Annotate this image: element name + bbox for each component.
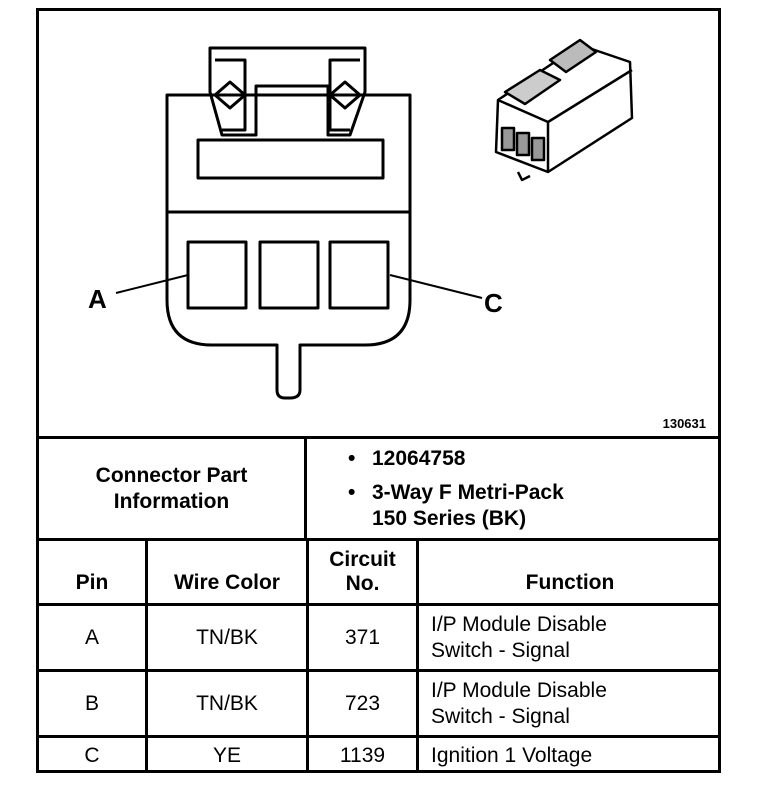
row-b-bottom-border — [36, 735, 721, 738]
latch-left-detail — [213, 80, 247, 110]
row-a-bottom-border — [36, 669, 721, 672]
row-b-circuit: 723 — [344, 691, 381, 715]
leader-c — [389, 274, 483, 299]
header-pin: Pin — [75, 571, 109, 594]
figure-id: 130631 — [662, 416, 706, 431]
col-divider-1 — [145, 538, 148, 773]
connector-type-item: • 3-Way F Metri-Pack 150 Series (BK) — [348, 480, 708, 532]
latch-right-detail — [328, 80, 362, 110]
connector-3d-view — [494, 38, 634, 182]
part-number: 12064758 — [372, 447, 466, 470]
row-a-pin: A — [84, 625, 99, 649]
cavity-b — [258, 240, 320, 310]
row-b-wire-color: TN/BK — [196, 691, 258, 715]
row-a-wire-color: TN/BK — [196, 625, 258, 649]
latch-base — [196, 138, 385, 180]
cavity-c — [328, 240, 390, 310]
bullet-icon: • — [348, 447, 356, 470]
row-c-circuit: 1139 — [339, 743, 386, 767]
pin-label-a: A — [88, 284, 107, 314]
row-c-pin: C — [84, 743, 100, 767]
row-b-pin: B — [84, 691, 99, 715]
bullet-icon: • — [348, 481, 356, 504]
row-a-circuit: 371 — [344, 625, 381, 649]
row-c-function: Ignition 1 Voltage — [431, 743, 593, 767]
part-number-item: • 12064758 — [348, 446, 708, 472]
cavity-a — [186, 240, 248, 310]
latch — [208, 46, 367, 137]
connector-frame — [36, 8, 721, 773]
col-divider-3 — [416, 538, 419, 773]
row-b-function: I/P Module Disable Switch - Signal — [431, 678, 607, 728]
header-bottom-border — [36, 603, 721, 606]
header-function: Function — [525, 571, 615, 594]
cpi-divider — [304, 436, 307, 539]
row-a-function: I/P Module Disable Switch - Signal — [431, 612, 607, 662]
table-top-border — [36, 436, 721, 439]
connector-part-info-list: • 12064758 • 3-Way F Metri-Pack 150 Seri… — [348, 446, 708, 540]
header-top-border — [36, 538, 721, 541]
connector-body — [165, 93, 412, 400]
connector-diagram — [115, 38, 634, 400]
pin-label-c: C — [484, 288, 503, 318]
connector-type: 3-Way F Metri-Pack 150 Series (BK) — [372, 481, 564, 530]
header-wire-color: Wire Color — [174, 571, 280, 594]
row-c-wire-color: YE — [212, 743, 241, 767]
connector-part-info-label: Connector Part Information — [95, 463, 248, 513]
col-divider-2 — [306, 538, 309, 773]
header-circuit-no: Circuit No. — [329, 548, 396, 595]
leader-a — [115, 274, 189, 294]
